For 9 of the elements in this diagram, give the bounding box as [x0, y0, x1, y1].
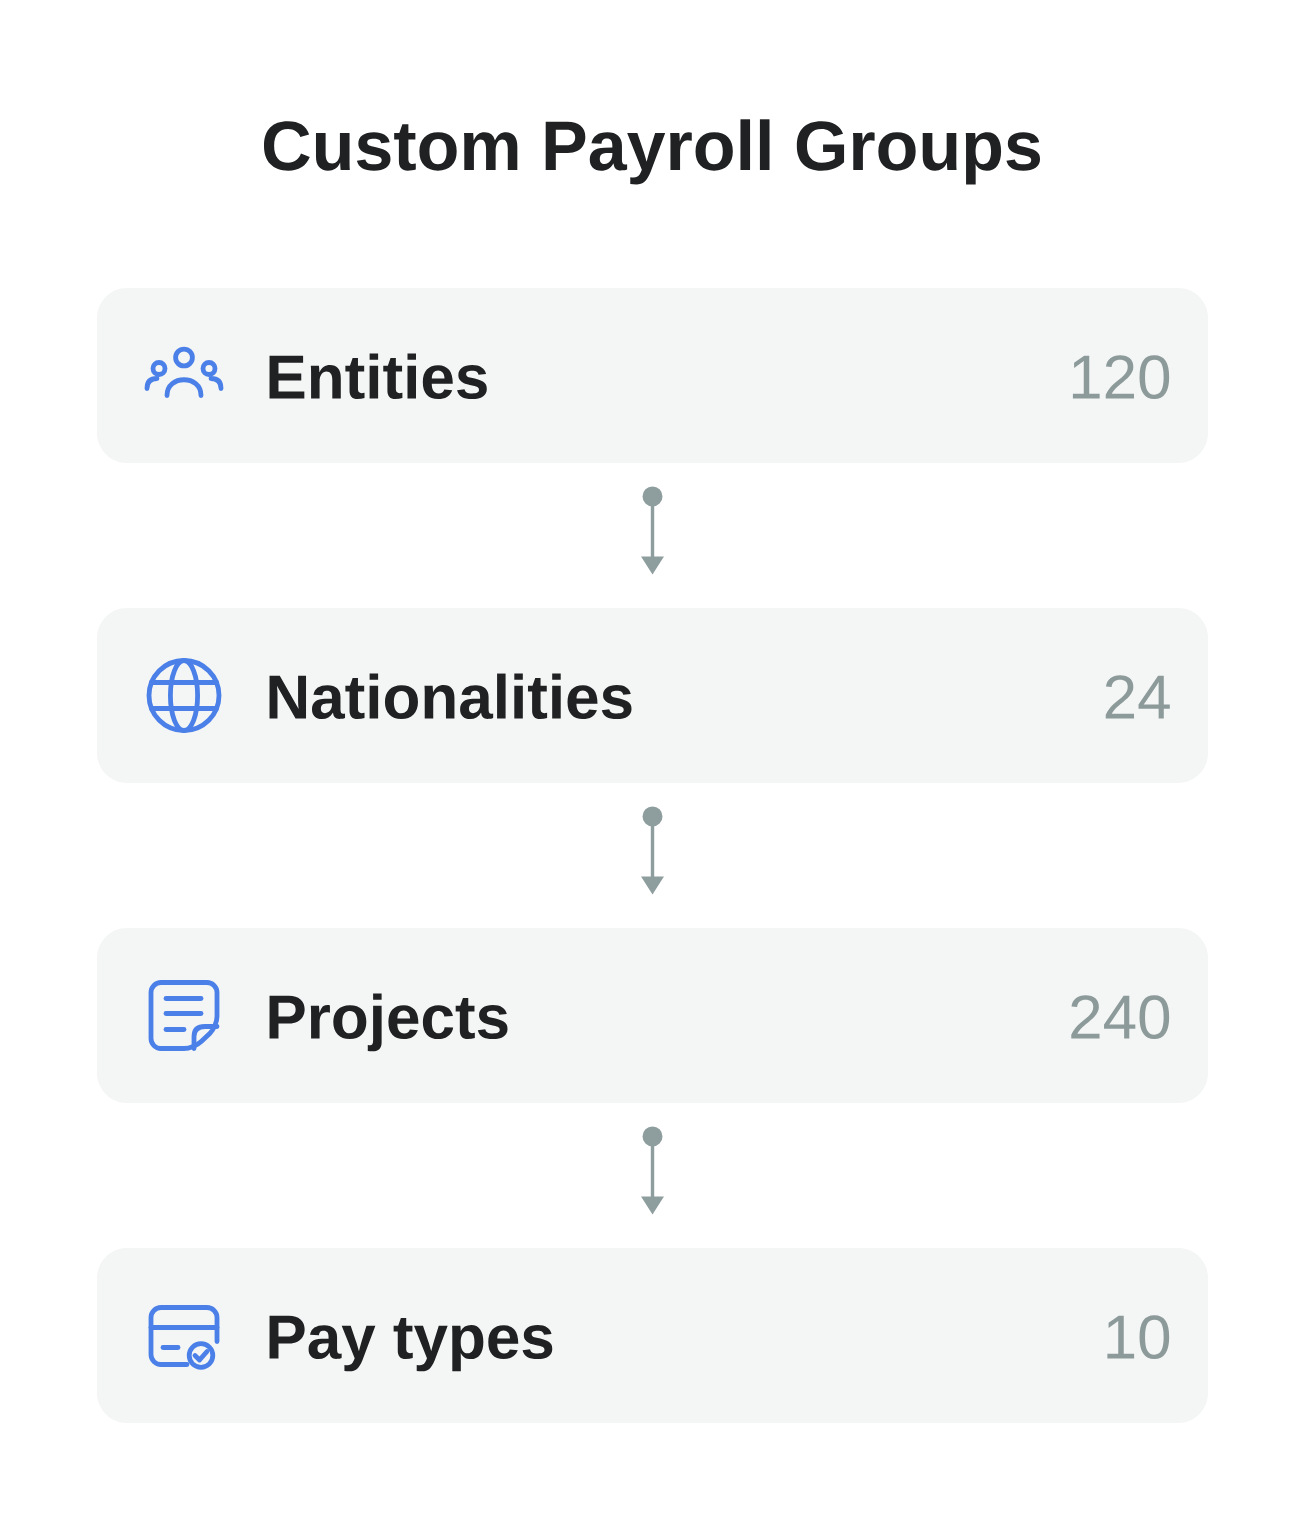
- count: 24: [1105, 675, 1170, 719]
- row-label: Nationalities: [269, 673, 632, 720]
- count: 240: [1071, 995, 1170, 1040]
- row-label: Entities: [269, 353, 487, 400]
- count: 120: [1072, 355, 1170, 400]
- title: Custom Payroll Groups: [264, 119, 1040, 185]
- row-label: Projects: [269, 993, 508, 1052]
- row-label: Pay types: [269, 1315, 553, 1372]
- count: 10: [1107, 1315, 1170, 1360]
